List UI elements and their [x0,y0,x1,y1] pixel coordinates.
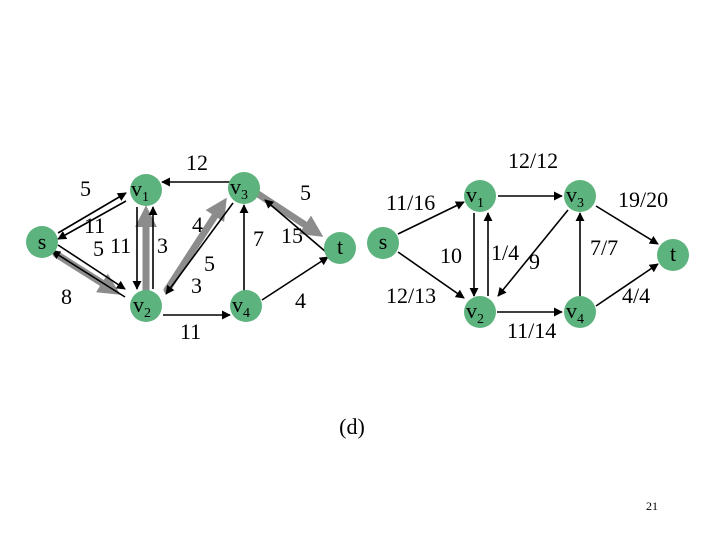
edge-s-v1 [57,192,127,234]
svg-text:s: s [379,229,388,254]
left-residual-graph: s v1 v2 v3 v4 t 5 11 5 8 11 3 12 4 5 [26,150,356,344]
svg-text:t: t [337,234,343,259]
flow-v1-v2: 1/4 [491,240,519,265]
edge-t-v3 [264,199,327,253]
cap-s-v2-fwd: 5 [93,236,104,261]
cap-v2-v4: 11 [180,319,201,344]
right-node-s: s [367,227,399,259]
left-node-v1: v1 [130,174,162,206]
flow-v2-v4: 11/14 [507,318,556,343]
cap-s-v1-back: 11 [84,213,105,238]
right-node-v1: v1 [464,180,496,212]
cap-v3-v2-a: 5 [204,251,215,276]
svg-text:v1: v1 [466,182,484,211]
left-node-v2: v2 [130,290,162,322]
page-number: 21 [646,499,658,513]
flow-s-v1: 11/16 [386,190,435,215]
edge-r-v3-t [595,205,659,245]
svg-text:v4: v4 [232,292,250,321]
svg-text:v3: v3 [566,182,584,211]
left-node-v3: v3 [228,172,260,204]
cap-v3-t-b: 15 [281,223,303,248]
left-node-t: t [324,232,356,264]
svg-text:v2: v2 [466,298,484,327]
flow-v2-v1: 10 [440,243,462,268]
edge-v4-t [261,256,329,301]
flow-v4-t: 4/4 [622,283,650,308]
cap-v3-v2-b: 3 [191,273,202,298]
edge-r-s-v1 [397,201,465,235]
cap-s-v1-fwd: 5 [80,176,91,201]
caption: (d) [339,414,365,439]
flow-v3-t: 19/20 [618,187,668,212]
cap-v1-v2: 11 [110,233,131,258]
cap-v4-t: 4 [295,288,306,313]
flow-v3-v2: 9 [529,249,540,274]
cap-v3-v1: 12 [186,150,208,175]
right-flow-graph: s v1 v2 v3 v4 t 11/16 12/13 12/12 10 1/4… [367,148,689,343]
cap-v4-v3: 7 [253,226,264,251]
svg-text:v2: v2 [133,292,151,321]
svg-text:v3: v3 [230,174,248,203]
edge-v3-v2 [165,202,234,295]
cap-v2-v1: 3 [157,233,168,258]
right-node-t: t [657,239,689,271]
cap-v3-t-a: 5 [300,180,311,205]
right-node-v4: v4 [564,296,596,328]
edge-v1-s [57,200,127,240]
right-node-v2: v2 [464,296,496,328]
edge-s-v2 [57,244,126,290]
svg-text:v1: v1 [131,176,149,205]
left-node-v4: v4 [230,290,262,322]
left-node-s: s [26,226,58,258]
cap-v2-v3: 4 [192,212,203,237]
flow-v1-v3: 12/12 [508,148,558,173]
cap-s-v2-back: 8 [61,284,72,309]
path-v2-v3 [163,197,227,294]
edge-r-v3-v2 [497,209,569,297]
flow-s-v2: 12/13 [386,283,436,308]
right-node-v3: v3 [564,180,596,212]
edge-v2-s [51,250,126,298]
edge-r-s-v2 [397,251,465,299]
svg-text:v4: v4 [566,298,584,327]
svg-text:t: t [670,241,676,266]
svg-text:s: s [38,229,47,254]
edge-r-v4-t [595,263,659,307]
flow-v4-v3: 7/7 [590,235,618,260]
